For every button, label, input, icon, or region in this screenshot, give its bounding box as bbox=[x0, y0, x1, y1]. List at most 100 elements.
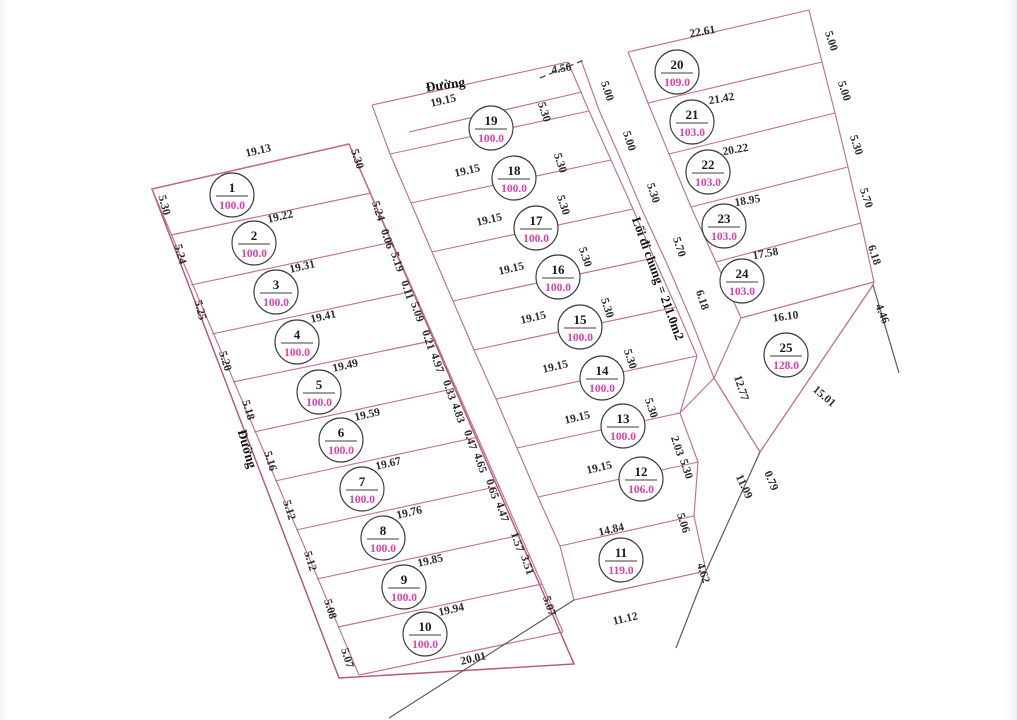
dimension-label: 19.15 bbox=[585, 459, 613, 477]
lot-marker-17[interactable]: 17 100.0 bbox=[513, 205, 559, 251]
dimension-labels: 19.1319.2219.3119.4119.4919.5919.6719.76… bbox=[155, 24, 891, 670]
dimension-label: 4.97 bbox=[428, 352, 446, 375]
dimension-label: 20.22 bbox=[722, 142, 750, 158]
dimension-label: 5.30 bbox=[621, 348, 639, 371]
lot-marker-1[interactable]: 1 100.0 bbox=[209, 172, 255, 218]
dimension-label: 5.09 bbox=[408, 301, 426, 324]
lot-area: 128.0 bbox=[773, 360, 799, 372]
dimension-label: 4.56 bbox=[551, 61, 573, 76]
lot-area: 100.0 bbox=[391, 592, 417, 604]
lot-number: 11 bbox=[615, 545, 627, 560]
lot-circle bbox=[535, 254, 581, 300]
dimension-label: 5.24 bbox=[171, 243, 188, 266]
dimension-label: 3.51 bbox=[518, 554, 536, 577]
lot-number: 17 bbox=[530, 213, 544, 228]
lot-circle bbox=[654, 49, 700, 95]
lot-marker-21[interactable]: 21 103.0 bbox=[669, 99, 715, 145]
dimension-label: 14.84 bbox=[597, 521, 625, 539]
dimension-label: 5.30 bbox=[598, 297, 616, 320]
lot-circle bbox=[557, 304, 603, 350]
lot-circle bbox=[318, 417, 364, 463]
lot-markers: 1100.02100.03100.04100.05100.06100.07100… bbox=[209, 49, 809, 657]
lot-number: 1 bbox=[229, 180, 236, 195]
dimension-label: 5.06 bbox=[674, 512, 692, 535]
dimension-label: 5.30 bbox=[644, 182, 662, 205]
dimension-label: 5.30 bbox=[348, 148, 366, 171]
lot-area: 100.0 bbox=[412, 639, 438, 651]
lot-number: 9 bbox=[401, 572, 408, 587]
dimension-label: 21.42 bbox=[708, 91, 736, 107]
lot-area: 100.0 bbox=[349, 494, 375, 506]
lot-circle bbox=[360, 515, 406, 561]
dimension-label: 19.15 bbox=[563, 409, 591, 427]
lot-area: 106.0 bbox=[628, 484, 654, 496]
dimension-label: 5.00 bbox=[620, 130, 638, 153]
dimension-label: 0.06 bbox=[378, 228, 396, 251]
dimension-label: 19.15 bbox=[475, 211, 503, 229]
lot-area: 100.0 bbox=[241, 248, 267, 260]
lot-area: 100.0 bbox=[589, 383, 615, 395]
dimension-label: 0.65 bbox=[483, 478, 501, 501]
dimension-label: 5.25 bbox=[191, 299, 208, 322]
lot-marker-10[interactable]: 10 100.0 bbox=[402, 611, 448, 657]
lot-circle bbox=[339, 466, 385, 512]
lot-area: 103.0 bbox=[695, 177, 721, 189]
lot-area: 100.0 bbox=[219, 200, 245, 212]
lot-number: 23 bbox=[718, 211, 732, 226]
dimension-label: 5.00 bbox=[822, 30, 840, 53]
lot-number: 21 bbox=[686, 107, 699, 122]
lot-number: 18 bbox=[508, 163, 522, 178]
dimension-label: 4.47 bbox=[493, 501, 511, 524]
dimension-label: 11.12 bbox=[612, 610, 640, 627]
lot-area: 100.0 bbox=[306, 397, 332, 409]
dimension-label: 19.15 bbox=[453, 162, 481, 180]
lot-marker-9[interactable]: 9 100.0 bbox=[381, 564, 427, 610]
lot-circle bbox=[600, 403, 646, 449]
page-edge-right bbox=[1005, 0, 1017, 720]
lot-number: 15 bbox=[574, 312, 588, 327]
lot-area: 100.0 bbox=[523, 233, 549, 245]
dimension-label: 0.21 bbox=[419, 329, 437, 352]
lot-circle bbox=[468, 105, 514, 151]
lot-number: 3 bbox=[273, 277, 280, 292]
dimension-label: 4.62 bbox=[694, 562, 712, 585]
dimension-label: 2.03 bbox=[668, 435, 686, 458]
lot-marker-11[interactable]: 11 119.0 bbox=[598, 537, 644, 583]
lot-number: 10 bbox=[419, 619, 432, 634]
lot-area: 119.0 bbox=[608, 565, 633, 577]
lot-circle bbox=[618, 456, 664, 502]
lot-circle bbox=[231, 220, 277, 266]
dimension-label: 19.76 bbox=[395, 504, 423, 522]
lot-area: 100.0 bbox=[478, 133, 504, 145]
dimension-label: 17.58 bbox=[752, 246, 780, 262]
dimension-label: 19.15 bbox=[429, 92, 457, 110]
page-edge-left bbox=[0, 0, 10, 720]
lot-number: 4 bbox=[294, 327, 301, 342]
lot-circle bbox=[579, 355, 625, 401]
dimension-label: 19.94 bbox=[437, 601, 465, 619]
dimension-label: 19.41 bbox=[309, 308, 337, 326]
dimension-label: 19.13 bbox=[244, 142, 272, 160]
road-label-top: Đường bbox=[425, 74, 467, 94]
lot-area: 103.0 bbox=[679, 127, 705, 139]
